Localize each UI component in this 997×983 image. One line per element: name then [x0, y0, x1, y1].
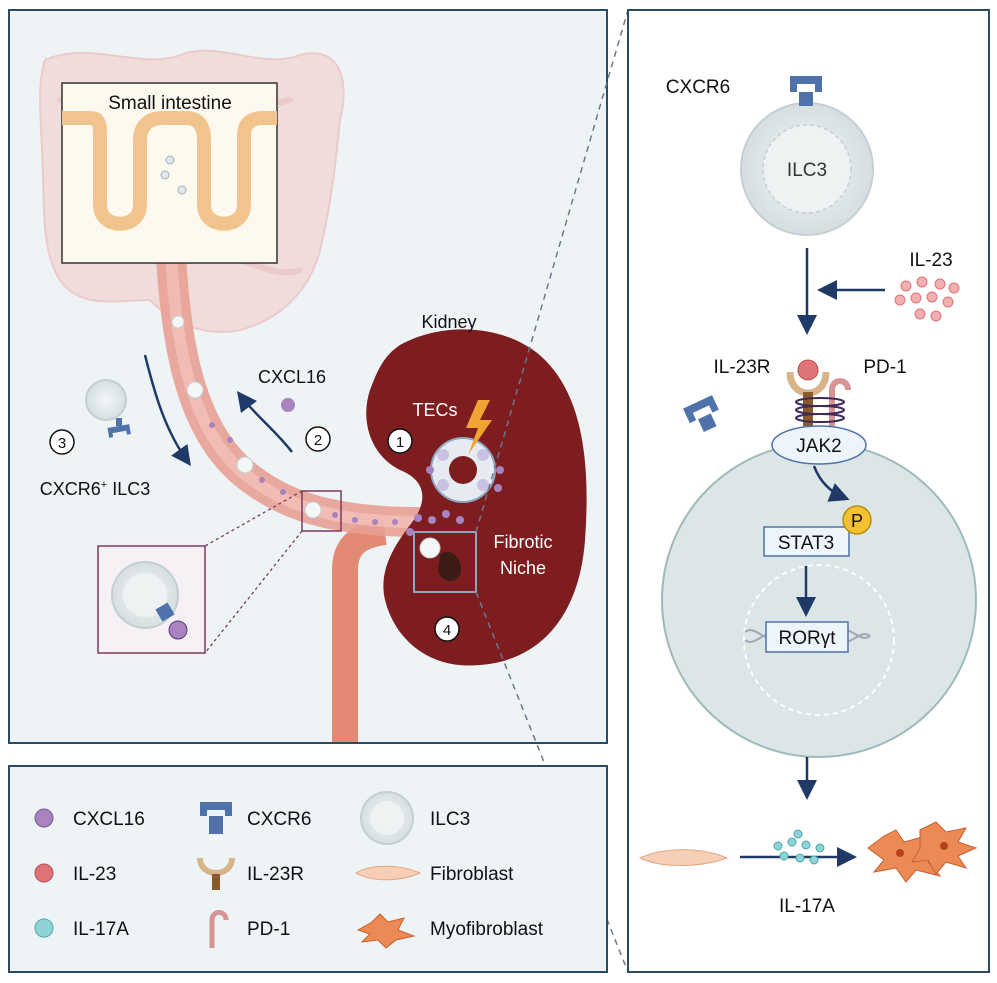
villi [62, 111, 277, 231]
cxcl16-arrow [236, 391, 293, 453]
il23r-label: IL-23R [713, 357, 770, 378]
jak2-node [771, 425, 867, 465]
stat3-node [763, 526, 850, 557]
svg-text:PD-1: PD-1 [247, 919, 290, 940]
il23r-receptor-icon [197, 857, 235, 890]
kidney-label: Kidney [421, 312, 476, 332]
niche-myofibroblast-icon [438, 551, 461, 582]
cxcl16-dot-icon [34, 808, 54, 828]
ilc3-top-label: ILC3 [787, 160, 827, 181]
kidney-cxcl16-dots [406, 510, 464, 536]
myofibroblast-cluster-icon [867, 821, 978, 883]
legend-item-ilc3: ILC3 [360, 791, 470, 845]
vessel-zoom-box [301, 490, 342, 532]
svg-text:Myofibroblast: Myofibroblast [430, 919, 544, 940]
right-panel: CXCR6 ILC3 IL-23 [627, 9, 990, 973]
zoom-connector-top [475, 9, 629, 533]
cxcr6-membrane-icon [683, 395, 719, 433]
legend-item-cxcr6: CXCR6 [200, 802, 311, 834]
cxcl16-dot [281, 398, 295, 412]
legend-item-pd1: PD-1 [209, 910, 290, 948]
membrane-coil [795, 397, 845, 423]
fibrotic-label-2: Niche [500, 558, 546, 578]
fibroblast-icon [355, 865, 422, 881]
cxcr6-top-label: CXCR6 [666, 77, 730, 98]
cxcr6-ilc3-label: CXCR6+ ILC3 [40, 479, 150, 499]
large-ilc3-cell [661, 442, 977, 758]
svg-text:IL-23: IL-23 [73, 864, 116, 885]
fibrotic-label-1: Fibrotic [493, 532, 552, 552]
svg-text:4: 4 [443, 622, 451, 639]
nucleus [743, 564, 895, 716]
legend-item-fibroblast: Fibroblast [355, 864, 514, 885]
cxcl16-label: CXCL16 [258, 367, 326, 387]
il23r-receptor [786, 359, 830, 426]
legend-item-myofibroblast: Myofibroblast [356, 913, 544, 949]
tecs-cluster [426, 437, 504, 503]
rorgt-node [765, 621, 849, 653]
top-ilc3-cell [740, 76, 874, 236]
jak2-to-p-arrow [812, 465, 850, 502]
il17a-label: IL-17A [779, 896, 835, 917]
legend-item-il23: IL-23 [34, 863, 116, 885]
step-badge-2: 2 [305, 426, 331, 452]
phospho-p-icon [842, 505, 872, 535]
svg-text:Fibroblast: Fibroblast [430, 864, 514, 885]
step-badge-3: 3 [49, 429, 75, 455]
myofibroblast-icon [356, 913, 416, 949]
migration-arrow [143, 354, 191, 467]
small-intestine-label: Small intestine [108, 93, 232, 114]
niche-ilc3 [419, 537, 441, 559]
pd1-receptor [829, 378, 851, 426]
svg-text:1: 1 [396, 434, 404, 451]
floating-ilc3 [85, 379, 131, 438]
stat3-label: STAT3 [778, 533, 834, 554]
cxcr6-receptor-icon [200, 802, 232, 834]
rorgt-label: RORγt [779, 628, 837, 649]
il23-dots [894, 276, 960, 322]
vessel-cells [171, 315, 398, 525]
legend-item-il23r: IL-23R [197, 857, 304, 890]
legend-item-cxcl16: CXCL16 [34, 808, 145, 830]
svg-text:IL-23R: IL-23R [247, 864, 304, 885]
step-badge-4: 4 [434, 616, 460, 642]
pd1-receptor-icon [209, 910, 229, 948]
il23-dot-icon [34, 863, 54, 883]
legend-panel: CXCL16 IL-23 IL-17A CXCR6 IL-23R [8, 765, 608, 973]
step-badge-1: 1 [387, 428, 413, 454]
cxcr6-top-icon [790, 76, 822, 106]
svg-text:CXCR6: CXCR6 [247, 809, 311, 830]
svg-text:IL-17A: IL-17A [73, 919, 129, 940]
tecs-label: TECs [413, 400, 458, 420]
fibroblast-cell-icon [638, 849, 729, 866]
legend-item-il17a: IL-17A [34, 918, 129, 940]
svg-text:CXCL16: CXCL16 [73, 809, 145, 830]
fibrotic-niche-box [413, 531, 477, 593]
svg-text:3: 3 [58, 435, 66, 452]
injury-lightning-icon [466, 400, 492, 455]
il17a-dots [773, 829, 825, 865]
pd1-label: PD-1 [863, 357, 906, 378]
il17a-dot-icon [34, 918, 54, 938]
il23-label: IL-23 [909, 250, 952, 271]
svg-text:ILC3: ILC3 [430, 809, 470, 830]
p-label: P [851, 511, 863, 531]
jak2-label: JAK2 [796, 436, 841, 457]
svg-text:2: 2 [314, 432, 322, 449]
left-panel: Small intestine Kidney TECs CXCL16 CXCR6… [8, 9, 608, 744]
